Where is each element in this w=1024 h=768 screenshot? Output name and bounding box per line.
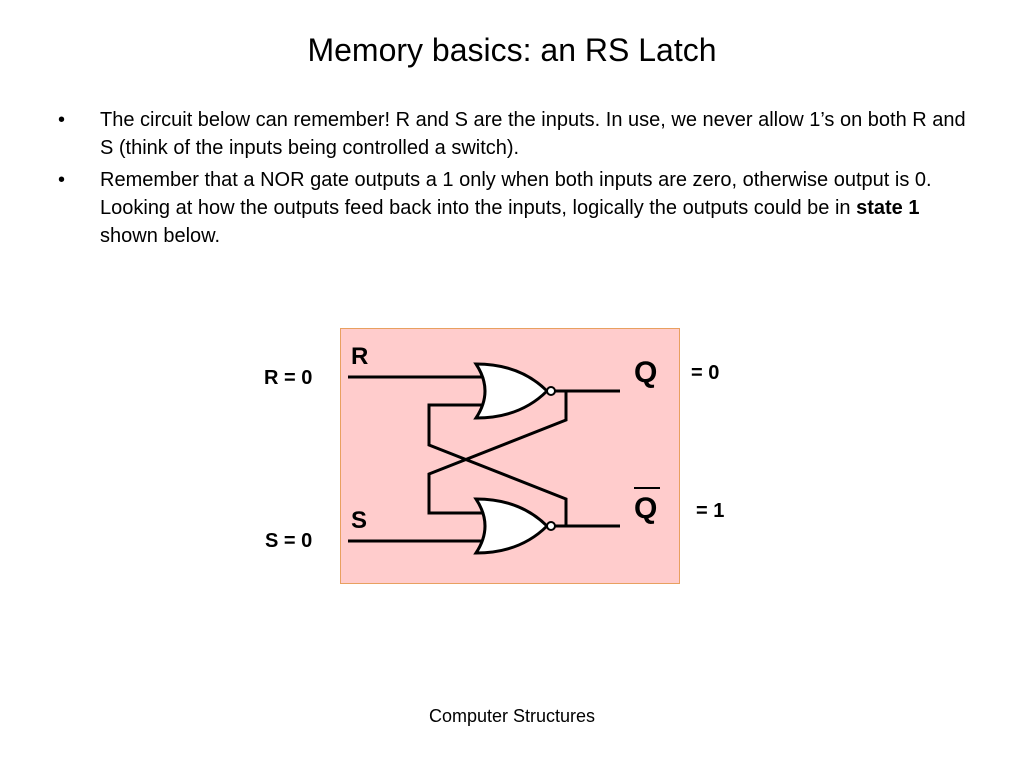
input-s-label: S: [351, 507, 368, 534]
output-q-label: Q: [634, 356, 658, 389]
input-r-label: R: [351, 343, 369, 370]
output-qbar-value: = 1: [696, 500, 725, 522]
bullet-text: The circuit below can remember! R and S …: [100, 109, 966, 159]
slide-title: Memory basics: an RS Latch: [307, 32, 717, 68]
bullet-item: • Remember that a NOR gate outputs a 1 o…: [58, 166, 978, 250]
bullet-item: • The circuit below can remember! R and …: [58, 106, 978, 162]
nor-gate-top: [473, 362, 556, 420]
bullet-text-part: Remember that a NOR gate outputs a 1 onl…: [100, 169, 932, 219]
wire-feedback-bottom: [427, 391, 568, 515]
bullet-text-bold: state 1: [856, 197, 920, 219]
bullet-text-part: shown below.: [100, 225, 221, 247]
nor-gate-bottom-bubble: [546, 521, 556, 531]
bullet-list: • The circuit below can remember! R and …: [58, 106, 978, 254]
nor-gate-bottom: [473, 497, 556, 555]
input-s-value: S = 0: [265, 530, 313, 552]
output-qbar-label: Q: [634, 492, 658, 525]
bullet-marker: •: [58, 109, 66, 131]
input-r-value: R = 0: [264, 367, 313, 389]
q-bar-overline: [634, 487, 660, 489]
nor-gate-top-bubble: [546, 386, 556, 396]
wire-feedback-top: [427, 403, 568, 526]
bullet-text: Remember that a NOR gate outputs a 1 onl…: [100, 169, 932, 247]
slide-footer: Computer Structures: [428, 706, 596, 726]
output-q-value: = 0: [691, 362, 720, 384]
bullet-marker: •: [58, 169, 66, 191]
